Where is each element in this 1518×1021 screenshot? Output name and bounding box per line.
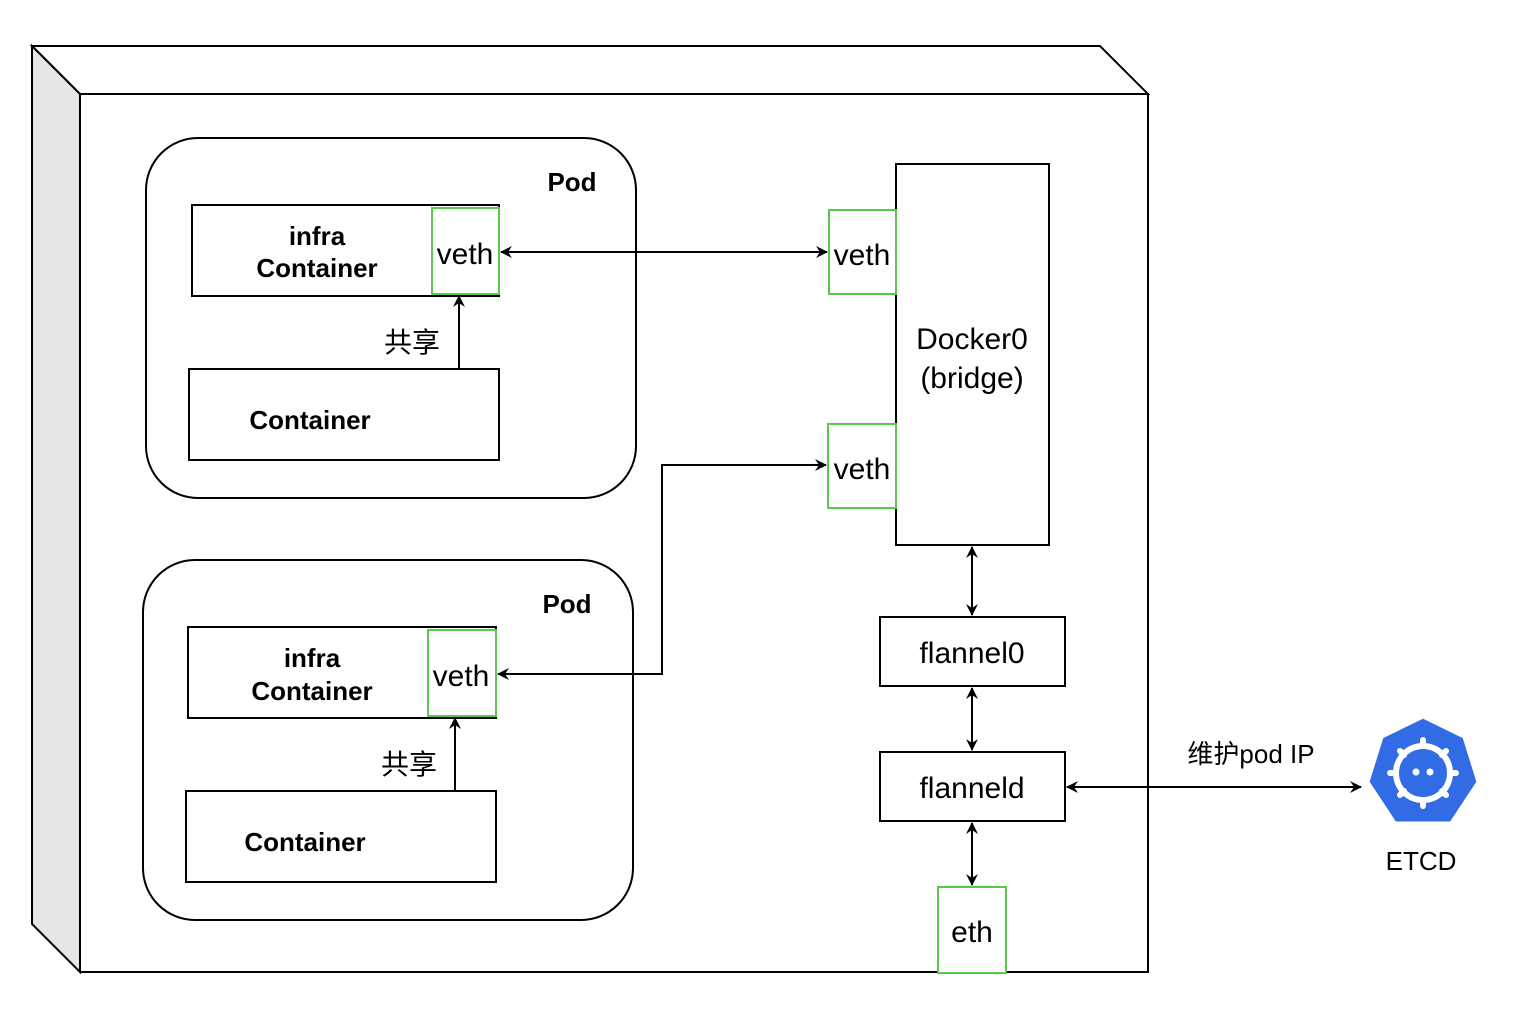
bridge-veth-bottom-label: veth <box>834 453 891 486</box>
bridge-veth-bottom: veth <box>827 423 897 509</box>
pod-2-infra-label-line1: infra <box>284 643 341 673</box>
etcd-link-label: 维护pod IP <box>1187 739 1314 769</box>
pod-2-infra-label-line2: Container <box>251 676 372 706</box>
pod-1-veth-label: veth <box>437 238 494 271</box>
pod-2-veth: veth <box>427 629 497 717</box>
bridge-veth-top-label: veth <box>834 239 891 272</box>
pod-1-label: Pod <box>547 167 596 197</box>
pod-2-container: Container <box>185 790 497 883</box>
etcd-label: ETCD <box>1386 846 1457 876</box>
pod-2-container-label: Container <box>244 827 365 857</box>
pod-1-container-label: Container <box>249 405 370 435</box>
bridge-label-line2: (bridge) <box>920 362 1023 395</box>
pod-2-veth-label: veth <box>433 660 490 693</box>
bridge-veth-top: veth <box>828 209 897 295</box>
flanneld-label: flanneld <box>919 772 1024 805</box>
pod-1: Pod infra Container veth 共享 Container <box>145 137 637 499</box>
pod-2: Pod infra Container veth 共享 Container <box>142 559 634 921</box>
pod-2-to-bridge-link <box>497 459 827 680</box>
pod-2-share-label: 共享 <box>381 749 437 780</box>
pod-1-veth: veth <box>431 207 500 295</box>
etcd-icon <box>1366 715 1480 825</box>
pod-1-share-label: 共享 <box>384 327 440 358</box>
bridge-label-line1: Docker0 <box>916 323 1028 356</box>
eth-label: eth <box>951 916 993 949</box>
flannel0-label: flannel0 <box>919 637 1024 670</box>
pod-1-container: Container <box>188 368 500 461</box>
flannel0-box: flannel0 <box>879 616 1066 687</box>
pod-2-label: Pod <box>542 589 591 619</box>
pod-1-infra-label-line2: Container <box>256 253 377 283</box>
docker0-bridge: Docker0 (bridge) <box>895 163 1050 546</box>
eth-box: eth <box>937 886 1007 974</box>
pod-1-infra-label-line1: infra <box>289 221 346 251</box>
flanneld-box: flanneld <box>879 751 1066 822</box>
